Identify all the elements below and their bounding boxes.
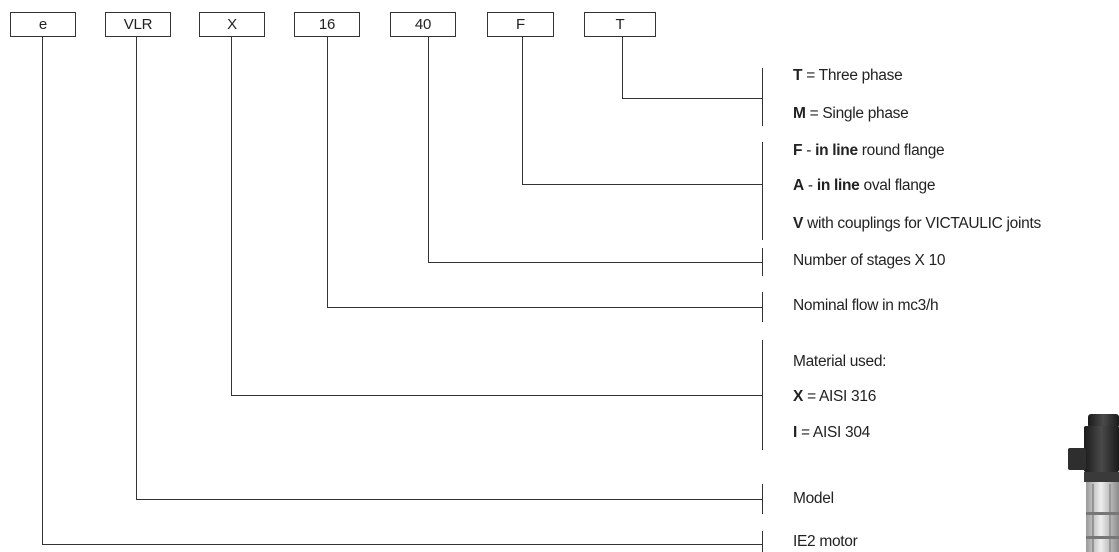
key-x: X (793, 388, 804, 405)
code-e: e (38, 15, 48, 33)
text-single-phase: = Single phase (809, 105, 909, 122)
key-i: I (793, 424, 798, 441)
code-box-f: F (487, 12, 554, 37)
desc-stages: Number of stages X 10 (793, 252, 946, 269)
connector-vlr-horizontal (136, 499, 762, 500)
bracket-flange (762, 142, 763, 240)
connector-16-vertical (327, 37, 328, 308)
desc-oval-flange: A - in line oval flange (793, 176, 936, 196)
desc-victaulic: V with couplings for VICTAULIC joints (793, 214, 1041, 234)
connector-e-horizontal (42, 544, 762, 545)
key-a: A (793, 177, 804, 194)
desc-single-phase: M = Single phase (793, 104, 909, 124)
key-t: T (793, 67, 803, 84)
key-f: F (793, 142, 803, 159)
desc-material-title: Material used: (793, 353, 887, 370)
code-box-e: e (10, 12, 76, 37)
pump-illustration (1068, 414, 1119, 552)
desc-material-x: X = AISI 316 (793, 387, 876, 407)
code-box-40: 40 (390, 12, 456, 37)
bracket-stages (762, 248, 763, 276)
desc-flow: Nominal flow in mc3/h (793, 297, 939, 314)
code-t: T (615, 15, 625, 33)
connector-t-vertical (622, 37, 623, 99)
text-victaulic: with couplings for VICTAULIC joints (807, 215, 1041, 232)
connector-e-vertical (42, 37, 43, 545)
connector-t-horizontal (622, 98, 762, 99)
connector-f-vertical (522, 37, 523, 185)
connector-x-horizontal (231, 395, 762, 396)
text-round-flange: round flange (861, 142, 945, 159)
bracket-material (762, 340, 763, 450)
bracket-model (762, 484, 763, 514)
code-box-16: 16 (294, 12, 360, 37)
desc-three-phase: T = Three phase (793, 66, 903, 86)
code-box-t: T (584, 12, 656, 37)
key-v: V (793, 215, 804, 232)
desc-model: Model (793, 490, 834, 507)
text-oval-flange: oval flange (863, 177, 936, 194)
desc-material-i: I = AISI 304 (793, 423, 870, 443)
connector-40-vertical (428, 37, 429, 263)
code-x: X (227, 15, 237, 33)
code-box-vlr: VLR (105, 12, 171, 37)
text-aisi-304: = AISI 304 (801, 424, 870, 441)
bracket-phase (762, 68, 763, 126)
connector-f-horizontal (522, 184, 762, 185)
desc-round-flange: F - in line round flange (793, 141, 945, 161)
bracket-motor (762, 531, 763, 552)
bold-in-line-f: in line (815, 142, 858, 159)
connector-vlr-vertical (136, 37, 137, 500)
text-aisi-316: = AISI 316 (807, 388, 877, 405)
sep-a: - (807, 177, 813, 194)
text-three-phase: = Three phase (806, 67, 903, 84)
bold-in-line-a: in line (816, 177, 860, 194)
connector-40-horizontal (428, 262, 762, 263)
code-vlr: VLR (123, 15, 153, 33)
key-m: M (793, 105, 806, 122)
desc-motor: IE2 motor (793, 533, 858, 550)
code-f: F (516, 15, 525, 33)
connector-16-horizontal (327, 307, 762, 308)
connector-x-vertical (231, 37, 232, 396)
code-40: 40 (414, 15, 432, 33)
code-box-x: X (199, 12, 265, 37)
sep-f: - (806, 142, 812, 159)
code-16: 16 (318, 15, 336, 33)
bracket-flow (762, 292, 763, 322)
